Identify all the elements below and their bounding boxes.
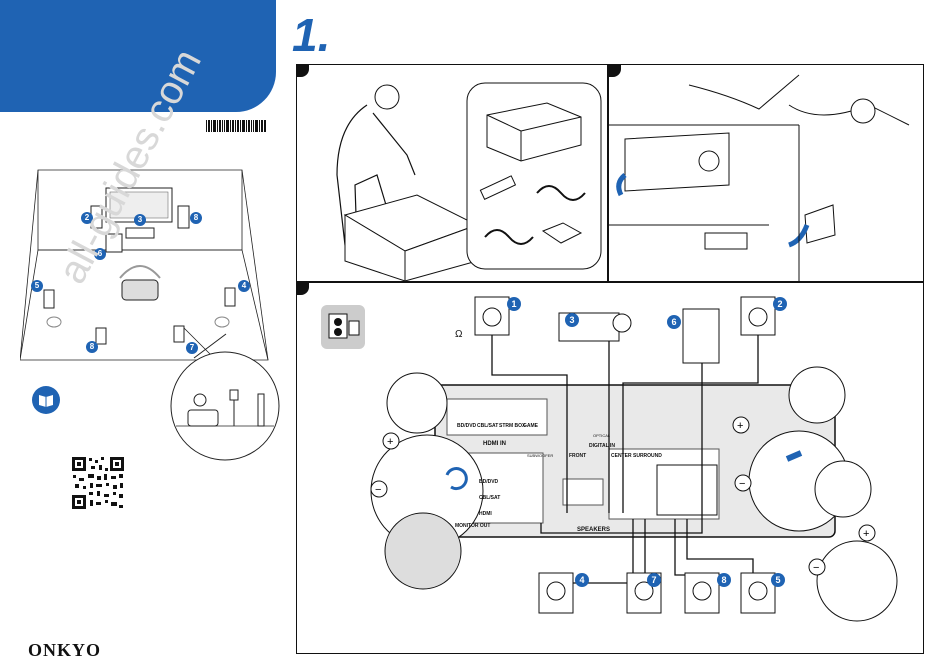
optical-label: OPTICAL — [593, 433, 610, 438]
monitor-out-label: MONITOR OUT — [455, 523, 490, 529]
speakers-label: SPEAKERS — [577, 527, 610, 533]
svg-text:+: + — [387, 436, 393, 448]
brand-logo: ONKYO — [28, 640, 101, 661]
terminal-group-label: SURROUND — [633, 453, 662, 459]
speaker-badge: 2 — [773, 297, 787, 311]
hdmi-input-label: BD/DVD — [457, 423, 476, 429]
terminal-group-label: CENTER — [611, 453, 632, 459]
room-badge: 3 — [134, 214, 146, 226]
left-input-label: CBL/SAT — [479, 495, 500, 501]
left-input-label: HDMI — [479, 511, 492, 517]
subwoofer-label: SUBWOOFER — [527, 453, 553, 458]
svg-text:+: + — [737, 420, 743, 432]
listening-position-zoom — [170, 330, 280, 470]
connection-diagram: + − + − + − — [297, 283, 923, 653]
svg-text:−: − — [813, 562, 819, 574]
panel-speaker-connections: Ω — [296, 282, 924, 654]
speaker-badge: 7 — [647, 573, 661, 587]
room-badge: 4 — [238, 280, 250, 292]
speaker-badge: 5 — [771, 573, 785, 587]
qr-code — [71, 456, 125, 510]
room-badge: 8 — [190, 212, 202, 224]
panel-installation — [608, 64, 924, 282]
svg-text:+: + — [863, 528, 869, 540]
step-number: 1. — [292, 8, 330, 62]
speaker-badge: 3 — [565, 313, 579, 327]
hdmi-input-label: STRM BOX — [499, 423, 525, 429]
unpacking-illustration — [297, 65, 607, 281]
panel-unpacking — [296, 64, 608, 282]
speaker-badge: 8 — [717, 573, 731, 587]
room-badge: 5 — [31, 280, 43, 292]
speaker-badge: 1 — [507, 297, 521, 311]
speaker-badge: 4 — [575, 573, 589, 587]
hdmi-input-label: GAME — [523, 423, 538, 429]
svg-text:−: − — [739, 478, 745, 490]
installation-illustration — [609, 65, 923, 281]
left-input-label: BD/DVD — [479, 479, 498, 485]
speaker-badge: 6 — [667, 315, 681, 329]
room-badge: 8 — [86, 341, 98, 353]
cover-header-block — [0, 0, 276, 112]
hdmi-in-label: HDMI IN — [483, 441, 506, 447]
hdmi-input-label: CBL/SAT — [477, 423, 498, 429]
barcode — [206, 120, 266, 132]
terminal-group-label: FRONT — [569, 453, 586, 459]
digital-in-label: DIGITAL IN — [589, 443, 615, 449]
svg-text:−: − — [375, 484, 381, 496]
manual-icon — [32, 386, 60, 414]
